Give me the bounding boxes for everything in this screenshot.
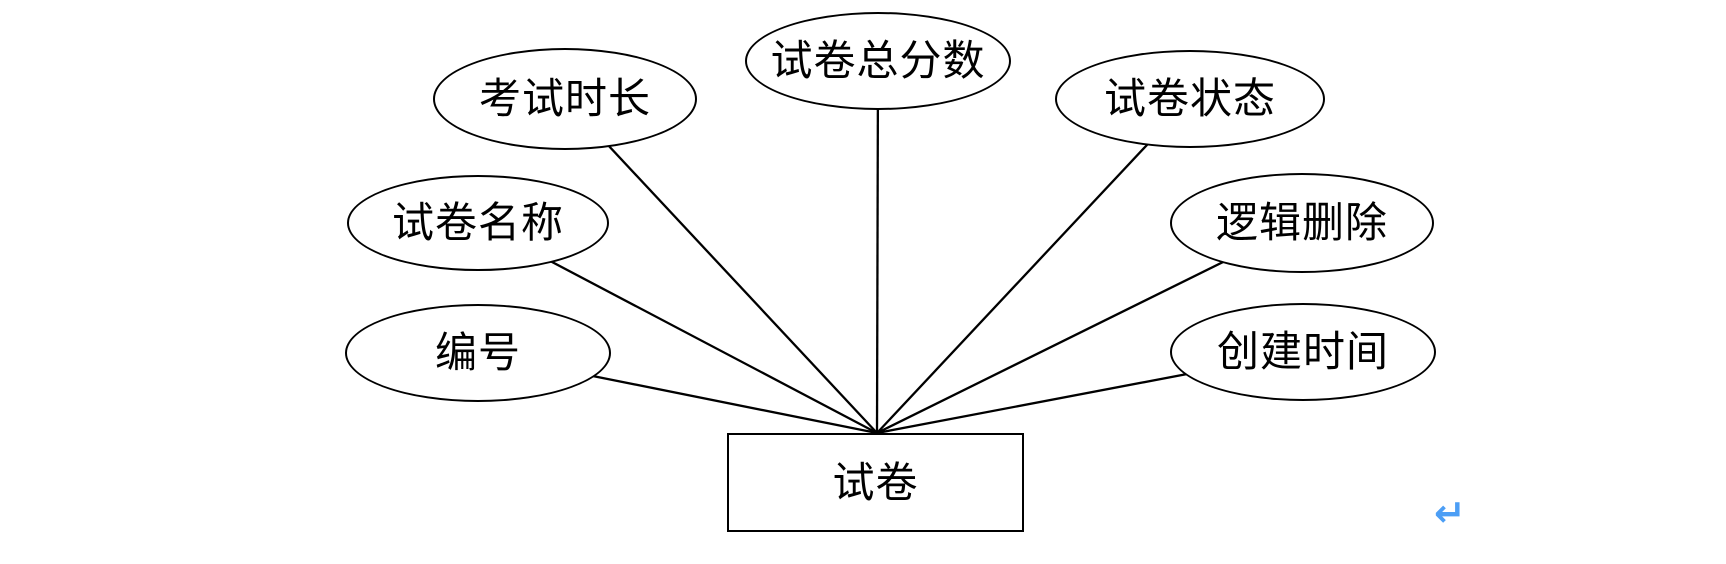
attribute-ellipse-paper-status: 试卷状态 <box>1055 50 1325 148</box>
attribute-ellipse-logic-delete: 逻辑删除 <box>1170 173 1434 273</box>
attribute-label-logic-delete: 逻辑删除 <box>1215 198 1388 247</box>
attribute-ellipse-total-score: 试卷总分数 <box>745 12 1011 110</box>
attribute-label-paper-name: 试卷名称 <box>391 198 564 247</box>
attribute-ellipse-paper-name: 试卷名称 <box>347 175 609 271</box>
attribute-label-create-time: 创建时间 <box>1216 327 1389 376</box>
attribute-label-paper-status: 试卷状态 <box>1103 74 1276 123</box>
attribute-ellipse-id-number: 编号 <box>345 304 611 402</box>
entity-label-exam-paper: 试卷 <box>832 457 919 507</box>
attribute-ellipse-exam-duration: 考试时长 <box>433 48 697 150</box>
attribute-label-id-number: 编号 <box>434 328 521 377</box>
connector-exam-duration <box>564 98 878 434</box>
connector-total-score <box>875 60 880 434</box>
line-break-mark-icon: ↵ <box>1434 491 1466 535</box>
attribute-ellipse-create-time: 创建时间 <box>1170 303 1436 401</box>
entity-rect-exam-paper: 试卷 <box>727 433 1024 532</box>
attribute-label-total-score: 试卷总分数 <box>770 36 986 85</box>
connector-paper-status <box>876 98 1191 434</box>
attribute-label-exam-duration: 考试时长 <box>478 74 651 123</box>
